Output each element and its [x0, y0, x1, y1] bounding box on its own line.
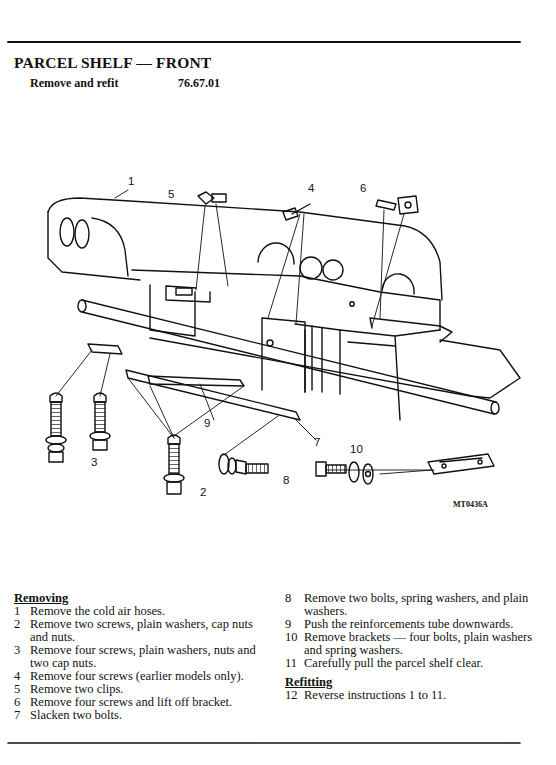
step-text: Remove four screws (earlier models only)…: [30, 670, 268, 683]
callout-number: 8: [283, 474, 289, 487]
step-number: 5: [14, 683, 20, 696]
step-text: Reverse instructions 1 to 11.: [304, 689, 544, 702]
section-heading: Removing: [14, 592, 68, 605]
callout-number: 10: [350, 443, 363, 456]
step-number: 9: [285, 618, 291, 631]
callout-number: 5: [168, 188, 174, 201]
step-number: 12: [285, 689, 298, 702]
step-text: Remove four screws and lift off bracket.: [30, 696, 268, 709]
step-text: Remove two clips.: [30, 683, 268, 696]
step-text: Slacken two bolts.: [30, 709, 268, 722]
step-text: Remove four screws, plain washers, nuts …: [30, 644, 268, 670]
step-number: 4: [14, 670, 20, 683]
step-text: Carefully pull the parcel shelf clear.: [304, 657, 544, 670]
figure-reference: MT0436A: [453, 498, 488, 511]
step-number: 2: [14, 618, 20, 631]
callout-number: 2: [200, 486, 206, 499]
step-number: 11: [285, 657, 297, 670]
step-number: 8: [285, 592, 291, 605]
step-number: 6: [14, 696, 20, 709]
callout-number: 3: [91, 456, 97, 469]
step-text: Remove the cold air hoses.: [30, 605, 268, 618]
step-number: 7: [14, 709, 20, 722]
section-heading: Refitting: [285, 676, 332, 689]
step-text: Push the reinforcements tube downwards.: [304, 618, 544, 631]
page-title: PARCEL SHELF — FRONT: [14, 54, 211, 72]
callout-number: 4: [308, 182, 314, 195]
step-number: 3: [14, 644, 20, 657]
step-text: Remove two screws, plain washers, cap nu…: [30, 618, 268, 644]
callout-number: 9: [204, 417, 210, 430]
callout-number: 7: [314, 436, 320, 449]
callout-number: 6: [360, 182, 366, 195]
callout-number: 1: [128, 175, 134, 188]
step-number: 10: [285, 631, 298, 644]
step-number: 1: [14, 605, 20, 618]
step-text: Remove two bolts, spring washers, and pl…: [304, 592, 544, 618]
operation-number: 76.67.01: [178, 77, 220, 90]
step-text: Remove brackets — four bolts, plain wash…: [304, 631, 544, 657]
subtitle: Remove and refit: [30, 77, 118, 90]
